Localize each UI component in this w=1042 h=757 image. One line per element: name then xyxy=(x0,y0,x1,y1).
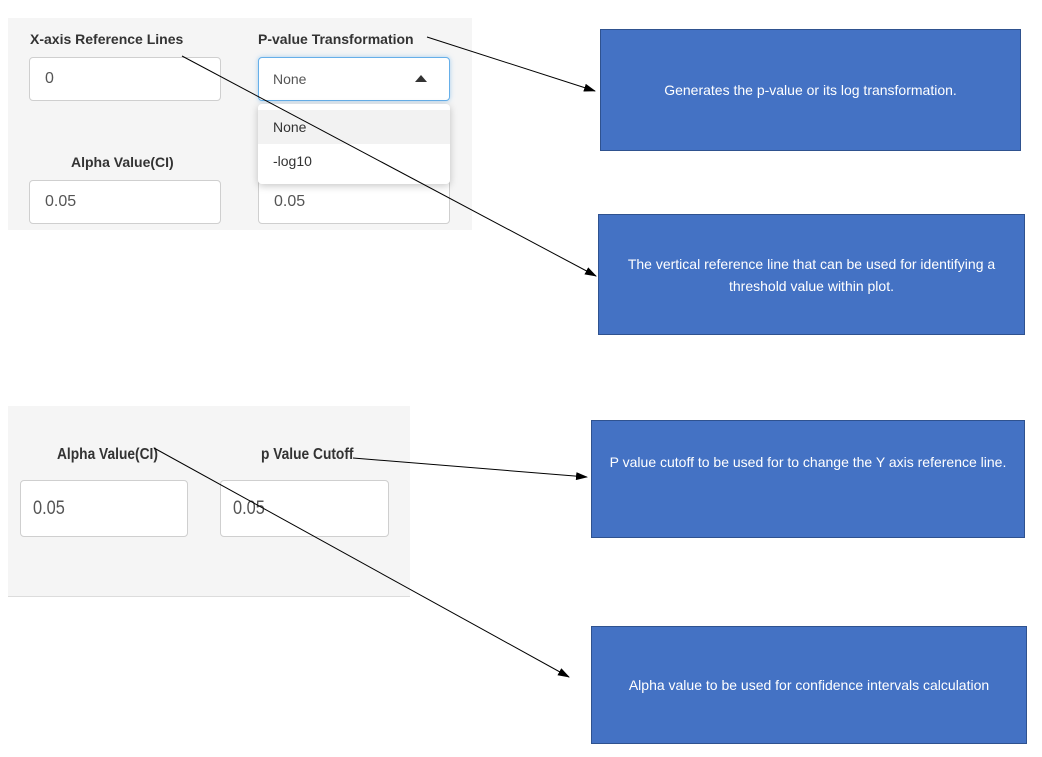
p-value-transformation-select[interactable]: None xyxy=(258,57,450,101)
arrow-x-axis-reference-lines xyxy=(181,55,597,277)
dropdown-option-log10[interactable]: -log10 xyxy=(273,153,312,169)
callout-x-axis-reference-lines: The vertical reference line that can be … xyxy=(598,214,1025,335)
p-value-cutoff-text-bottom: 0.05 xyxy=(233,497,265,519)
p-value-transformation-selected: None xyxy=(273,71,307,87)
callout-alpha-value: Alpha value to be used for confidence in… xyxy=(591,626,1027,744)
arrow-p-value-cutoff xyxy=(352,457,588,481)
callout-p-value-cutoff: P value cutoff to be used for to change … xyxy=(591,420,1025,538)
arrow-alpha-value xyxy=(153,447,570,678)
p-value-cutoff-label: p Value Cutoff xyxy=(261,446,354,463)
x-axis-reference-lines-label: X-axis Reference Lines xyxy=(30,31,184,47)
dropdown-option-none[interactable]: None xyxy=(258,110,450,144)
x-axis-reference-lines-input[interactable]: 0 xyxy=(29,57,221,101)
alpha-value-label-bottom: Alpha Value(CI) xyxy=(57,446,158,463)
alpha-value-input[interactable]: 0.05 xyxy=(29,180,221,224)
p-value-transformation-label: P-value Transformation xyxy=(258,31,414,47)
alpha-value-label: Alpha Value(CI) xyxy=(71,154,174,170)
alpha-value-text-bottom: 0.05 xyxy=(33,497,65,519)
callout-p-value-transformation: Generates the p-value or its log transfo… xyxy=(600,29,1021,151)
p-value-cutoff-input[interactable]: 0.05 xyxy=(258,180,450,224)
caret-up-icon xyxy=(415,75,427,82)
alpha-value-input-bottom[interactable]: 0.05 xyxy=(20,480,188,537)
p-value-cutoff-input-bottom[interactable]: 0.05 xyxy=(220,480,389,537)
arrow-p-value-transformation xyxy=(426,36,596,92)
p-value-transformation-dropdown: None -log10 xyxy=(258,104,450,184)
